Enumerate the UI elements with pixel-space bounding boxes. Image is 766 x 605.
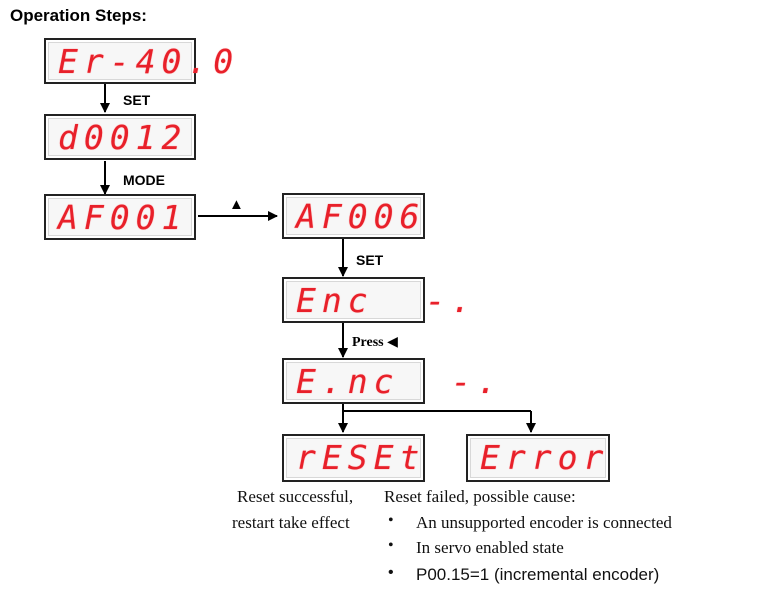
cause-item-3: • P00.15=1 (incremental encoder) — [388, 564, 660, 585]
cause-item-1: • An unsupported encoder is connected — [388, 512, 672, 533]
display-enc-dotted: E.nc -. — [282, 358, 497, 404]
cause-text-3: P00.15=1 (incremental encoder) — [416, 565, 660, 584]
display-af006: AF006 — [282, 193, 425, 239]
bullet-icon: • — [388, 512, 394, 529]
label-set-1: SET — [123, 92, 151, 108]
label-press: Press ◀ — [352, 334, 398, 351]
cause-item-2: • In servo enabled state — [388, 537, 564, 558]
display-af001: AF001 — [44, 194, 196, 240]
up-arrow-icon: ▲ — [229, 196, 244, 213]
display-er400: Er-40.0 — [44, 38, 233, 84]
bullet-icon: • — [388, 564, 394, 581]
failed-caption: Reset failed, possible cause: — [384, 487, 576, 506]
label-set-2: SET — [356, 252, 384, 268]
press-text: Press — [352, 335, 384, 350]
display-d0012: d0012 — [44, 114, 196, 160]
cause-text-1: An unsupported encoder is connected — [416, 513, 672, 532]
display-enc: Enc -. — [282, 277, 471, 323]
label-mode: MODE — [123, 172, 165, 188]
display-error: Error — [466, 434, 610, 482]
cause-text-2: In servo enabled state — [416, 538, 564, 557]
success-caption-1: Reset successful, — [237, 487, 354, 506]
left-arrow-icon: ◀ — [387, 334, 398, 350]
display-reset: rESEt — [282, 434, 425, 482]
page-title: Operation Steps: — [10, 6, 147, 25]
bullet-icon: • — [388, 537, 394, 554]
success-caption-2: restart take effect — [232, 513, 350, 532]
